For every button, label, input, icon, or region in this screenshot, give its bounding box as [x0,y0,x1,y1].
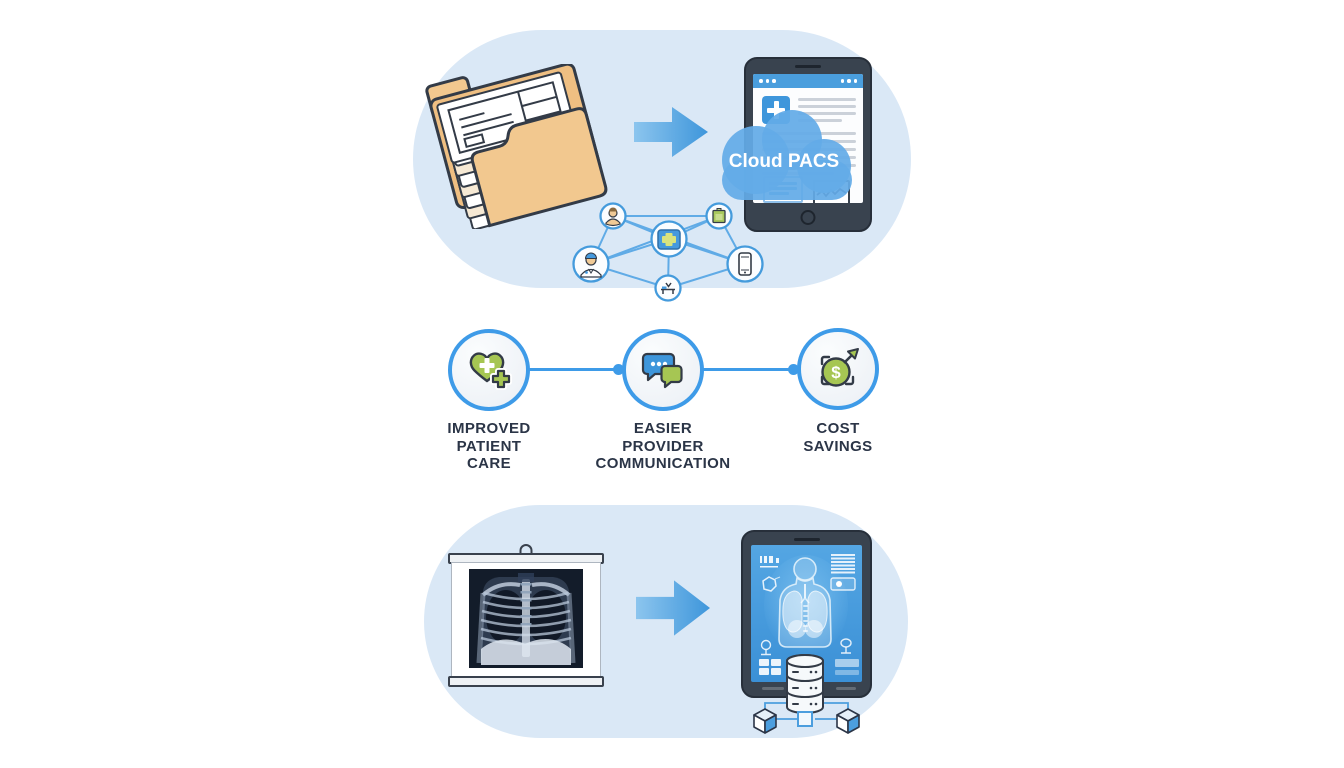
text-line [798,105,856,108]
bezel-label [836,687,856,690]
report-lines [831,554,855,574]
connector-dot [788,364,799,375]
network-cube-icon [753,708,777,734]
thumbnail-grid-icon [759,659,781,675]
hospital-bed-node [654,274,682,302]
home-button [800,210,816,225]
dollar-growth-icon: $ [820,348,859,387]
window-dots-right-icon [840,79,857,83]
dollar-symbol: $ [831,363,841,382]
medical-cross-node [650,220,688,258]
benefit-label: IMPROVED PATIENT CARE [447,420,531,472]
bezel-label [762,687,784,690]
network-cube-icon [836,708,860,734]
doctor-node [572,245,610,283]
chat-bubbles-icon [641,352,683,389]
arrow-right-icon [636,577,710,639]
info-bar [835,659,859,667]
arrow-right-icon [634,104,708,160]
connector-dot [613,364,624,375]
smartphone-icon [738,252,752,276]
benefit-improved-patient-care [448,329,530,411]
window-dots-left-icon [759,79,776,83]
text-line [798,119,842,122]
storage-network-group [742,646,874,738]
film-hanger-icon [519,544,533,556]
cloud-pacs-label: Cloud PACS [729,151,839,172]
tablet-speaker [793,538,820,541]
tablet-speaker [795,65,821,68]
cloud-pacs-cloud-icon: Cloud PACS [700,104,864,216]
benefit-cost-savings: $ [797,328,879,410]
text-line [798,98,856,101]
doctor-icon [580,252,602,278]
smartphone-node [726,245,764,283]
patient-icon [605,218,621,227]
patient-node [599,202,627,230]
clipboard-icon [712,208,726,224]
xray-film-viewer-icon [448,544,604,687]
text-line [798,112,856,115]
film-bottom-bar [448,676,604,687]
chest-radiograph [469,569,583,668]
benefit-label: COST SAVINGS [803,420,873,455]
paper-records-folder-icon [424,62,609,231]
hospital-bed-icon [661,282,675,294]
care-network-diagram [562,190,766,304]
network-node [797,711,813,727]
clipboard-node [705,202,733,230]
tablet-digital-xray-icon [741,530,872,698]
benefit-label: EASIER PROVIDER COMMUNICATION [595,420,731,472]
scan-button [830,577,856,591]
patient-id-text [760,556,779,568]
folder-front-flap [470,107,608,228]
database-icon [786,654,824,714]
organ-outline-icon [762,576,777,592]
digital-scan-screen [751,545,862,682]
benefit-easier-provider-communication [622,329,704,411]
medical-cross-icon [657,229,681,250]
film-sheet [451,562,601,678]
heart-plus-icon [469,352,512,390]
app-header-bar [753,74,863,88]
